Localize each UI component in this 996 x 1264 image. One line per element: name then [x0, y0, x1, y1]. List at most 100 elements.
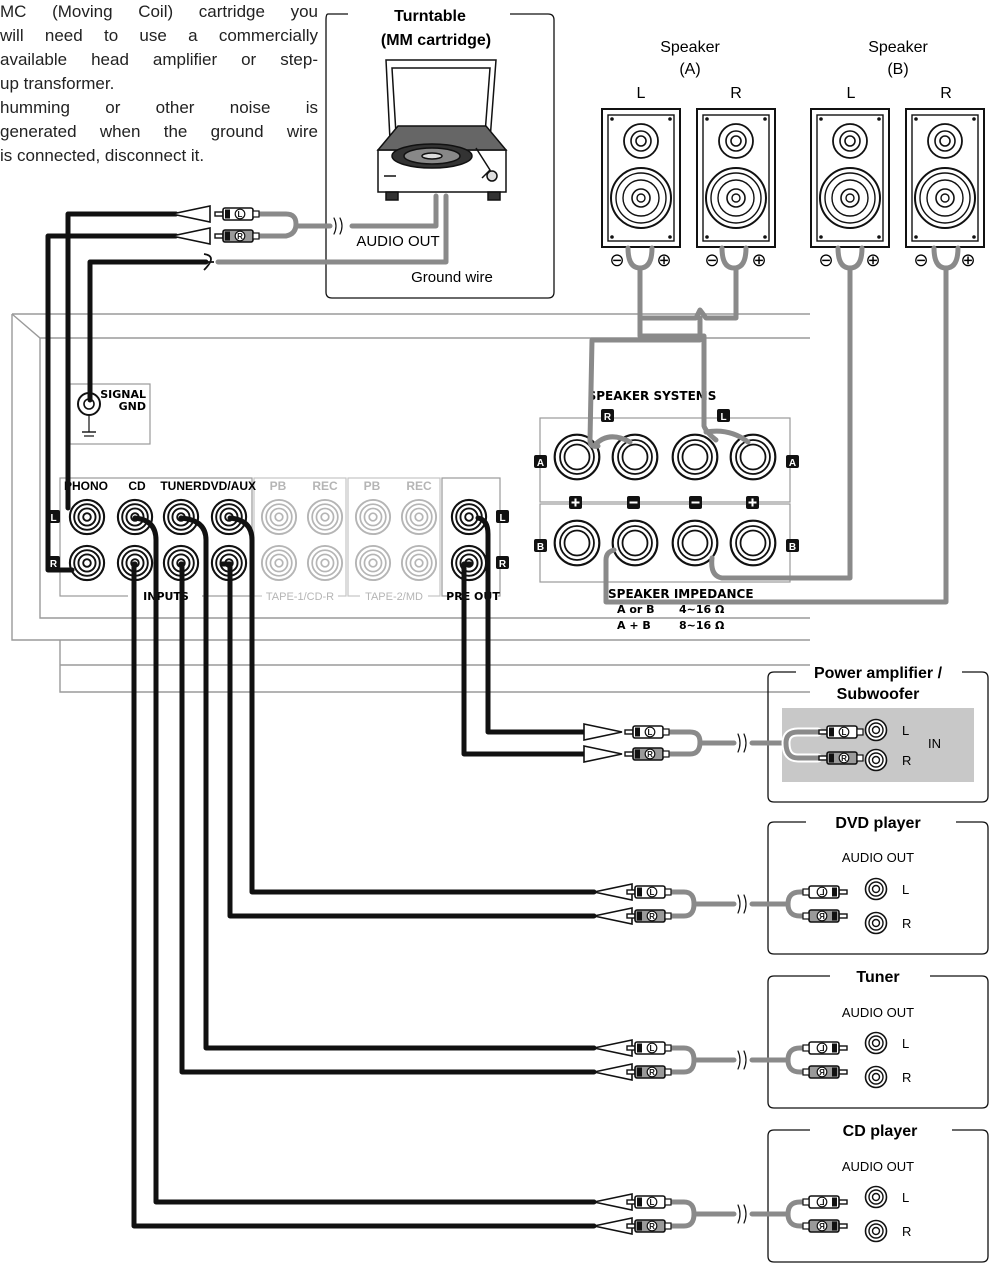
- svg-text:R: R: [50, 559, 58, 570]
- svg-text:L: L: [50, 513, 56, 524]
- svg-text:L: L: [902, 723, 909, 738]
- dvd-player-box: DVD player AUDIO OUT L R: [767, 815, 989, 955]
- pre-out-label: PRE OUT: [446, 590, 500, 603]
- terminal-a-l-minus: [671, 433, 719, 481]
- note-line: MC (Moving Coil) cartridge you: [0, 2, 318, 21]
- tuner-audio-out: AUDIO OUT: [842, 1005, 914, 1020]
- jack-tape2-pb-l: [354, 498, 392, 536]
- instruction-note: MC (Moving Coil) cartridge you will need…: [0, 0, 318, 168]
- terminal-b-r-plus: [553, 519, 601, 567]
- signal-cables: [131, 515, 823, 1229]
- signal-gnd-terminal: SIGNAL GND: [69, 383, 151, 445]
- tape1-label: TAPE-1/CD-R: [266, 591, 334, 603]
- cd-title: CD player: [843, 1123, 918, 1140]
- cd-player-box: CD player AUDIO OUT L R: [767, 1123, 989, 1263]
- terminal-b-l-plus: [729, 519, 777, 567]
- svg-text:L: L: [720, 412, 726, 423]
- svg-text:R: R: [902, 1070, 911, 1085]
- dvd-audio-out: AUDIO OUT: [842, 850, 914, 865]
- tuner-box: Tuner AUDIO OUT L R: [767, 969, 989, 1109]
- power-amp-in-label: IN: [928, 736, 941, 751]
- jack-phono-l: [68, 498, 106, 536]
- note-line: is connected, disconnect it.: [0, 146, 205, 165]
- speaker-a-label: Speaker (A): [660, 39, 720, 78]
- svg-text:A: A: [789, 458, 796, 469]
- svg-text:L: L: [902, 1190, 909, 1205]
- power-amp-title: Power amplifier /: [814, 665, 943, 682]
- cable-plugs: [583, 723, 864, 1235]
- amplifier-rear-panel: [11, 313, 810, 693]
- speaker-b-label: Speaker (B): [868, 39, 928, 78]
- svg-text:Speaker: Speaker: [660, 39, 720, 56]
- jack-tape2-rec-r: [400, 544, 438, 582]
- tuner-jack-l: [864, 1031, 888, 1055]
- label-dvd-aux: DVD/AUX: [202, 479, 256, 493]
- dvd-title: DVD player: [835, 815, 920, 832]
- jack-phono-r: [68, 544, 106, 582]
- svg-text:8∼16 Ω: 8∼16 Ω: [679, 619, 725, 632]
- svg-text:L: L: [902, 1036, 909, 1051]
- svg-text:R: R: [902, 1224, 911, 1239]
- note-line: will need to use a commercially: [0, 26, 318, 45]
- note-line: available head amplifier or step-: [0, 50, 318, 69]
- terminal-b-r-minus: [611, 519, 659, 567]
- jack-tape1-rec-r: [306, 544, 344, 582]
- jack-tape2-pb-r: [354, 544, 392, 582]
- svg-text:(A): (A): [679, 61, 700, 78]
- tape2-label: TAPE-2/MD: [365, 591, 423, 603]
- note-line: humming or other noise is: [0, 98, 318, 117]
- svg-text:⊕: ⊕: [751, 250, 766, 270]
- cd-audio-out: AUDIO OUT: [842, 1159, 914, 1174]
- dvd-jack-r: [864, 911, 888, 935]
- svg-text:R: R: [499, 559, 507, 570]
- speaker-b-right: [905, 108, 985, 248]
- label-phono: PHONO: [64, 479, 108, 493]
- svg-text:⊖: ⊖: [818, 250, 833, 270]
- cd-jack-l: [864, 1185, 888, 1209]
- speaker-a-right: [696, 108, 776, 248]
- jack-tape1-pb-r: [260, 544, 298, 582]
- svg-text:GND: GND: [119, 400, 146, 413]
- turntable-title: Turntable: [394, 8, 466, 25]
- label-tape1-rec: REC: [312, 479, 338, 493]
- terminal-a-l-plus: [729, 433, 777, 481]
- label-tape2-pb: PB: [364, 479, 381, 493]
- svg-text:B: B: [537, 542, 544, 553]
- speaker-cables: [587, 245, 961, 605]
- power-amp-jack-l: [864, 718, 888, 742]
- dvd-jack-l: [864, 877, 888, 901]
- svg-text:A: A: [537, 458, 544, 469]
- svg-text:R: R: [902, 753, 911, 768]
- power-amp-subtitle: Subwoofer: [837, 686, 920, 703]
- label-tape1-pb: PB: [270, 479, 287, 493]
- svg-text:⊖: ⊖: [609, 250, 624, 270]
- svg-text:R: R: [902, 916, 911, 931]
- svg-text:⊕: ⊕: [960, 250, 975, 270]
- jack-tape2-rec-l: [400, 498, 438, 536]
- power-amp-jack-r: [864, 748, 888, 772]
- note-line: up transformer.: [0, 74, 115, 93]
- ground-wire-label: Ground wire: [411, 269, 493, 286]
- turntable-box: Turntable (MM cartridge) AUDIO OUT Groun…: [325, 8, 555, 299]
- speaker-a-left: [601, 108, 681, 248]
- tuner-title: Tuner: [856, 969, 899, 986]
- svg-text:B: B: [789, 542, 796, 553]
- signal-gnd-label: SIGNAL: [100, 388, 146, 401]
- svg-text:4∼16 Ω: 4∼16 Ω: [679, 603, 725, 616]
- speaker-b-l-label: L: [847, 85, 856, 102]
- cd-jack-r: [864, 1219, 888, 1243]
- power-amp-box: Power amplifier / Subwoofer L R IN: [767, 665, 989, 803]
- label-tuner: TUNER: [160, 479, 202, 493]
- turntable-subtitle: (MM cartridge): [381, 32, 491, 49]
- speaker-b-r-label: R: [940, 85, 952, 102]
- turntable-cables: [45, 193, 449, 573]
- speaker-polarity-marks: ⊖⊕ ⊖⊕ ⊖⊕ ⊖⊕: [609, 250, 975, 270]
- svg-text:A + B: A + B: [617, 619, 651, 632]
- terminal-a-r-plus: [553, 433, 601, 481]
- jack-tape1-rec-l: [306, 498, 344, 536]
- svg-text:A or B: A or B: [617, 603, 655, 616]
- svg-text:(B): (B): [887, 61, 908, 78]
- speaker-systems-panel: SPEAKER SYSTEMS R L A A B B: [534, 389, 799, 583]
- speaker-a-r-label: R: [730, 85, 742, 102]
- terminal-a-r-minus: [611, 433, 659, 481]
